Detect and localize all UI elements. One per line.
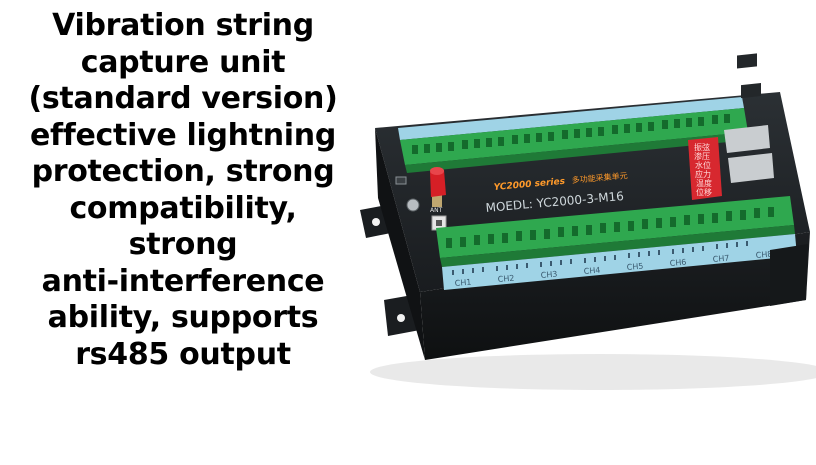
headline-line: effective lightning — [29, 117, 337, 153]
headline-line: protection, strong — [31, 154, 335, 189]
rj45-socket — [737, 53, 757, 69]
ant-label: ANT — [430, 207, 443, 214]
channel-label: CH4 — [583, 266, 600, 276]
status-led-box — [395, 176, 407, 185]
headline-line: Vibration string — [52, 8, 314, 43]
channel-label: CH8 — [755, 250, 772, 260]
function-tag: 温度 — [696, 178, 712, 188]
headline-line: anti-interference — [41, 263, 325, 299]
series-cn-text: 多功能采集单元 — [571, 170, 628, 185]
channel-labels: CH1 CH2 CH3 CH4 CH5 CH6 CH7 CH8 — [454, 250, 772, 288]
mount-hole — [372, 218, 380, 226]
channel-label: CH1 — [454, 278, 471, 288]
headline-text: Vibration string capture unit (standard … — [8, 8, 358, 373]
usb-socket — [436, 220, 442, 226]
function-panel — [688, 137, 722, 200]
terminal-block-bottom-shadow — [440, 225, 795, 267]
rj45-port-bottom — [728, 153, 774, 183]
function-tag: 振弦 — [694, 142, 710, 152]
terminal-block-top-shadow — [405, 132, 749, 173]
antenna-icon — [430, 170, 446, 197]
headline-line: compatibility, — [69, 190, 297, 226]
function-tag: 应力 — [695, 169, 711, 179]
channel-label: CH5 — [626, 262, 643, 272]
rj45-socket — [741, 83, 761, 99]
function-panel-tags: 振弦 渗压 水位 应力 温度 位移 — [694, 142, 712, 197]
enclosure-front — [375, 128, 425, 360]
headline-line: rs485 output — [75, 336, 291, 372]
enclosure-right-foot — [770, 244, 808, 306]
terminal-label-strip-top — [398, 97, 744, 140]
pin-marks — [452, 241, 748, 275]
terminal-label-strip-bottom — [442, 234, 797, 290]
channel-label: CH3 — [540, 270, 557, 280]
channel-label: CH2 — [497, 274, 514, 284]
function-tag: 位移 — [696, 187, 712, 197]
rj45-port-top — [724, 125, 770, 153]
function-tag: 渗压 — [694, 151, 710, 161]
floor-shadow — [370, 354, 816, 390]
channel-label: CH6 — [669, 258, 686, 268]
terminal-screws-bottom — [446, 207, 774, 248]
headline-line: (standard version) — [28, 81, 338, 116]
headline-line: ability, supports — [47, 300, 319, 335]
headline-line: strong — [128, 227, 238, 262]
antenna-base — [432, 193, 442, 207]
headline-line: capture unit — [80, 44, 286, 80]
reset-button — [406, 198, 420, 212]
mount-hole — [397, 314, 405, 322]
function-tag: 水位 — [695, 160, 711, 170]
channel-label: CH7 — [712, 254, 729, 264]
terminal-screws-top — [412, 114, 730, 154]
antenna-tip — [430, 167, 444, 175]
